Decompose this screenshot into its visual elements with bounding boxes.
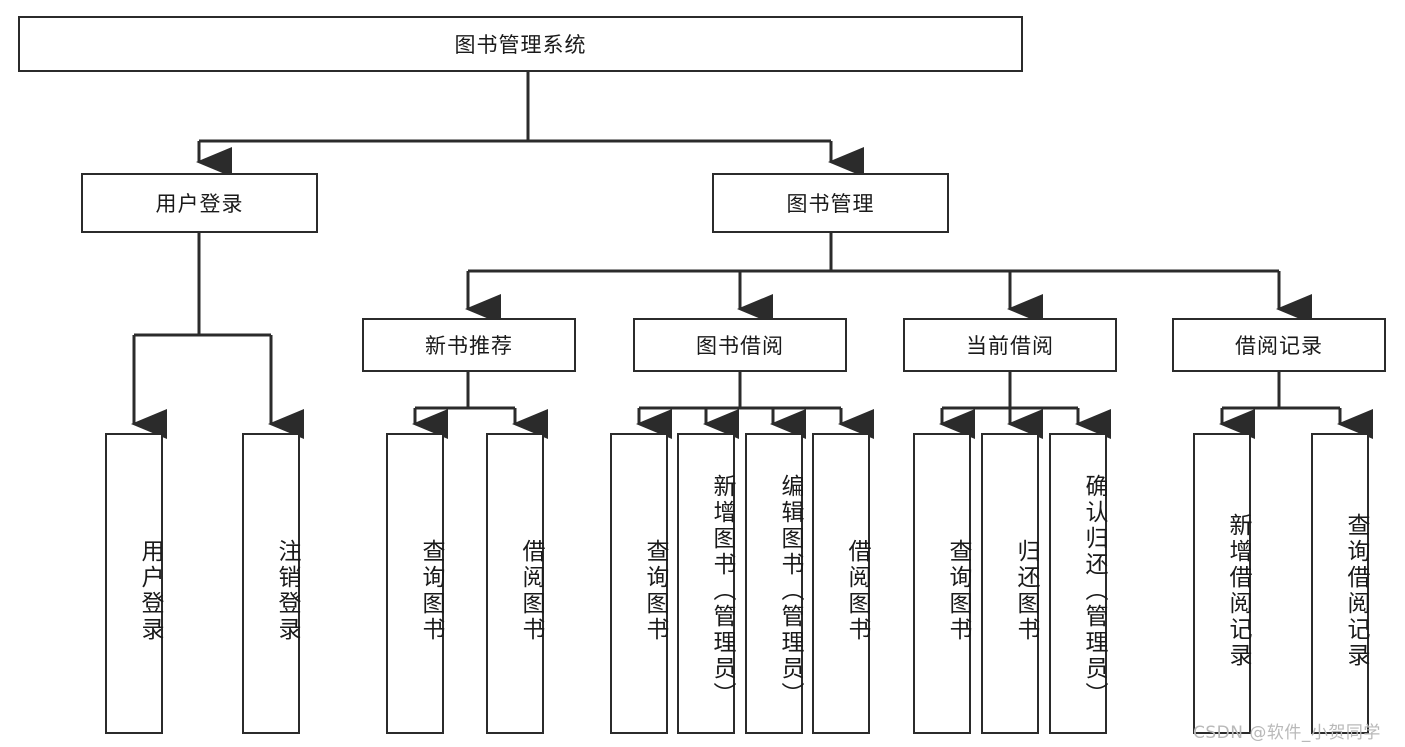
node-label: 查询借阅记录	[1343, 512, 1369, 669]
leaf-recommend-query-book[interactable]: 查询图书	[386, 433, 444, 734]
node-label: 查询图书	[642, 538, 668, 643]
leaf-user-login[interactable]: 用户登录	[105, 433, 163, 734]
leaf-record-query-borrow-record[interactable]: 查询借阅记录	[1311, 433, 1369, 734]
node-label: 图书借阅	[696, 334, 784, 358]
leaf-logout[interactable]: 注销登录	[242, 433, 300, 734]
node-label: 查询图书	[418, 538, 444, 643]
node-label: 新书推荐	[425, 334, 513, 358]
node-label: 图书管理系统	[454, 33, 587, 57]
leaf-current-confirm-return-admin[interactable]: 确认归还（管理员）	[1049, 433, 1107, 734]
node-borrow-record[interactable]: 借阅记录	[1172, 318, 1386, 372]
leaf-borrow-query-book[interactable]: 查询图书	[610, 433, 668, 734]
node-current-borrow[interactable]: 当前借阅	[903, 318, 1117, 372]
node-root-book-management-system[interactable]: 图书管理系统	[18, 16, 1023, 72]
node-label: 归还图书	[1013, 538, 1039, 643]
leaf-borrow-borrow-book[interactable]: 借阅图书	[812, 433, 870, 734]
node-label: 查询图书	[945, 538, 971, 643]
node-label: 新增图书（管理员）	[709, 473, 735, 708]
node-label: 新增借阅记录	[1225, 512, 1251, 669]
node-label: 用户登录	[155, 192, 244, 216]
watermark-csdn: CSDN @软件_小贺同学	[1193, 723, 1381, 743]
leaf-current-return-book[interactable]: 归还图书	[981, 433, 1039, 734]
leaf-borrow-add-book-admin[interactable]: 新增图书（管理员）	[677, 433, 735, 734]
node-label: 借阅图书	[518, 538, 544, 643]
node-new-book-recommend[interactable]: 新书推荐	[362, 318, 576, 372]
leaf-record-add-borrow-record[interactable]: 新增借阅记录	[1193, 433, 1251, 734]
node-label: 用户登录	[137, 538, 163, 643]
node-book-borrow[interactable]: 图书借阅	[633, 318, 847, 372]
leaf-borrow-edit-book-admin[interactable]: 编辑图书（管理员）	[745, 433, 803, 734]
node-book-management[interactable]: 图书管理	[712, 173, 949, 233]
leaf-recommend-borrow-book[interactable]: 借阅图书	[486, 433, 544, 734]
node-label: 图书管理	[786, 192, 875, 216]
node-label: 借阅图书	[844, 538, 870, 643]
node-label: 当前借阅	[966, 334, 1054, 358]
node-label: 确认归还（管理员）	[1081, 473, 1107, 708]
leaf-current-query-book[interactable]: 查询图书	[913, 433, 971, 734]
node-label: 编辑图书（管理员）	[777, 473, 803, 708]
node-user-login[interactable]: 用户登录	[81, 173, 318, 233]
node-label: 注销登录	[274, 538, 300, 643]
node-label: 借阅记录	[1235, 334, 1323, 358]
